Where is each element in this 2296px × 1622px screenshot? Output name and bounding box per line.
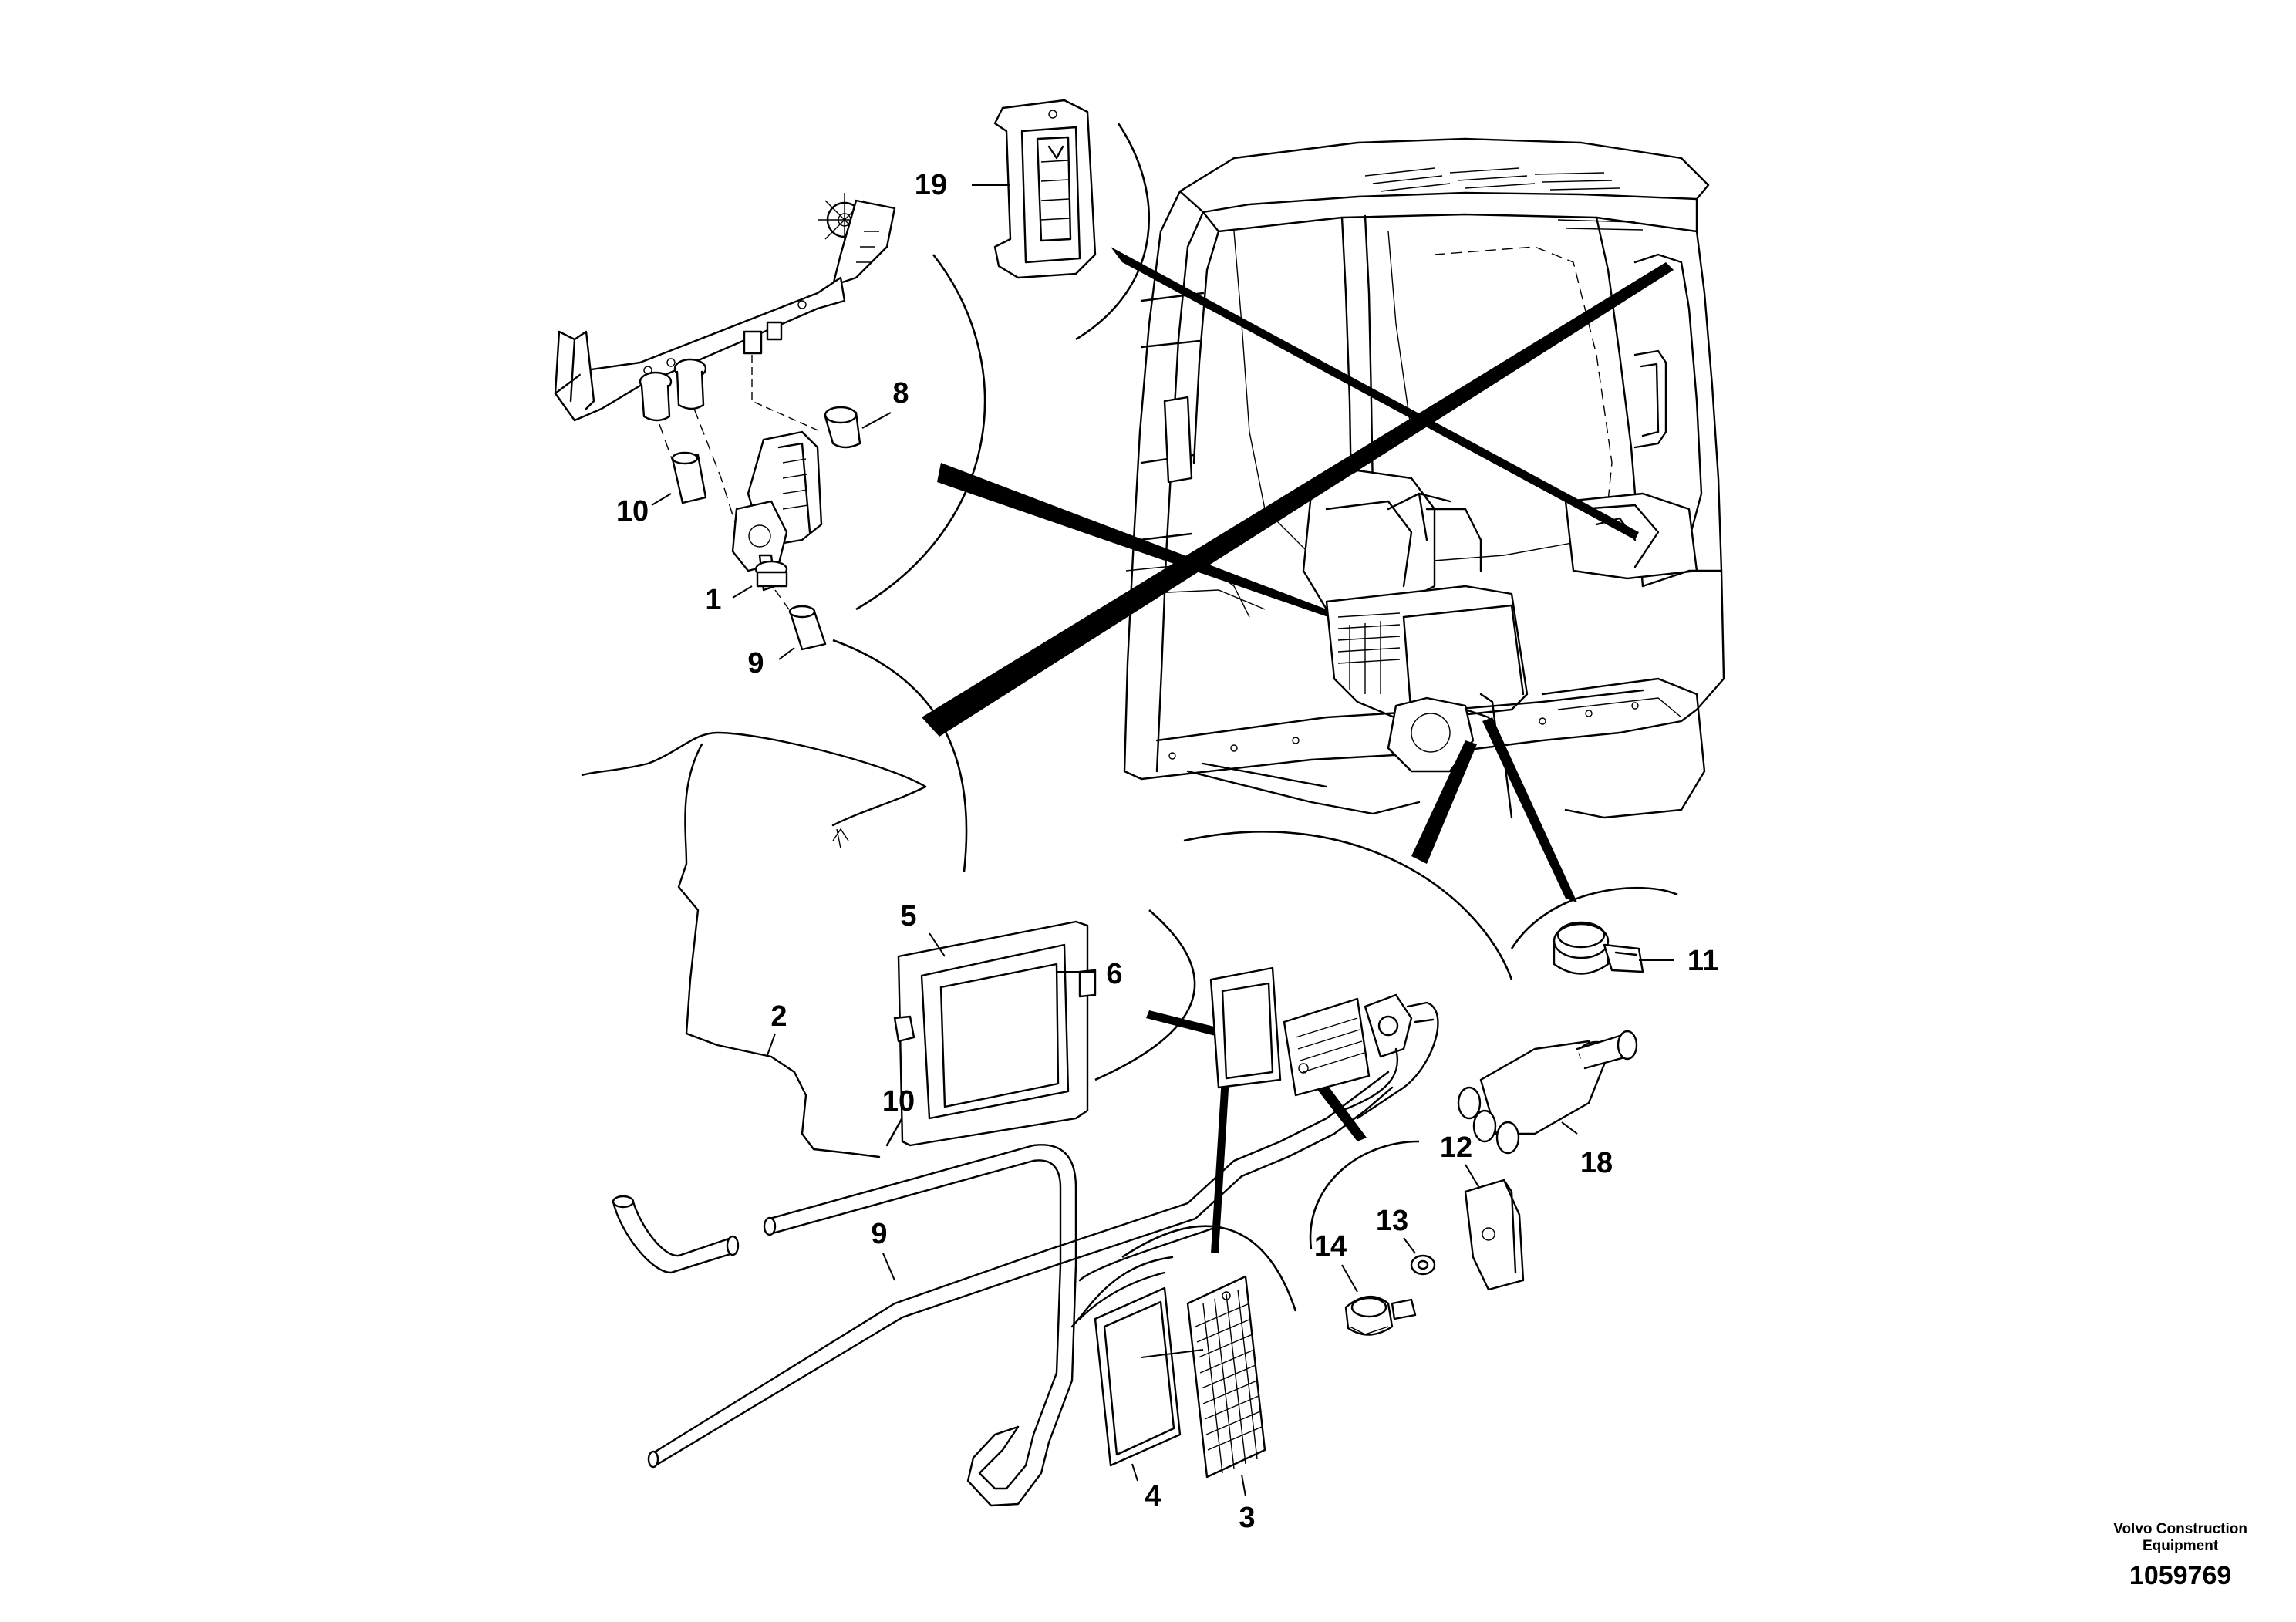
label-part-10-upper: 10 (616, 495, 649, 528)
label-part-2: 2 (770, 1000, 787, 1033)
hose-2 (581, 731, 927, 1158)
hoses-9-10 (612, 1071, 1394, 1507)
label-part-5: 5 (900, 900, 916, 932)
label-part-9-lower: 9 (871, 1218, 887, 1250)
label-part-8: 8 (892, 377, 909, 410)
label-part-12: 12 (1440, 1131, 1472, 1164)
label-part-6: 6 (1106, 958, 1122, 990)
clamp-11 (1553, 921, 1674, 975)
label-part-1: 1 (705, 584, 721, 616)
label-part-4: 4 (1145, 1480, 1161, 1512)
detail-callouts (832, 123, 1678, 1312)
label-part-3: 3 (1239, 1502, 1255, 1534)
label-part-18: 18 (1580, 1147, 1613, 1179)
label-part-11: 11 (1687, 945, 1718, 977)
vent-19 (993, 99, 1097, 279)
filter-frame-5-6 (893, 920, 1097, 1147)
brand-line-2: Equipment (2143, 1538, 2219, 1554)
label-part-14: 14 (1314, 1230, 1347, 1263)
part-number-labels: 19 8 10 1 9 2 5 6 10 9 4 3 11 12 13 14 1… (616, 169, 1718, 1534)
label-part-19: 19 (915, 169, 947, 201)
brand-line-1: Volvo Construction (2113, 1521, 2247, 1537)
drawing-number: 1059769 (2129, 1561, 2232, 1590)
cab-illustration (1123, 137, 1725, 819)
connector-18 (1457, 1030, 1638, 1155)
label-part-13: 13 (1376, 1205, 1408, 1237)
blower-valve-assembly (554, 193, 896, 660)
filters-3-4 (1094, 1275, 1266, 1497)
label-part-10-lower: 10 (882, 1085, 915, 1118)
label-part-9-upper: 9 (747, 647, 764, 679)
fasteners-12-13-14 (1341, 1164, 1525, 1336)
heater-box-assembly (1209, 966, 1439, 1120)
drawing-footer: Volvo Construction Equipment 1059769 (2113, 1521, 2247, 1591)
